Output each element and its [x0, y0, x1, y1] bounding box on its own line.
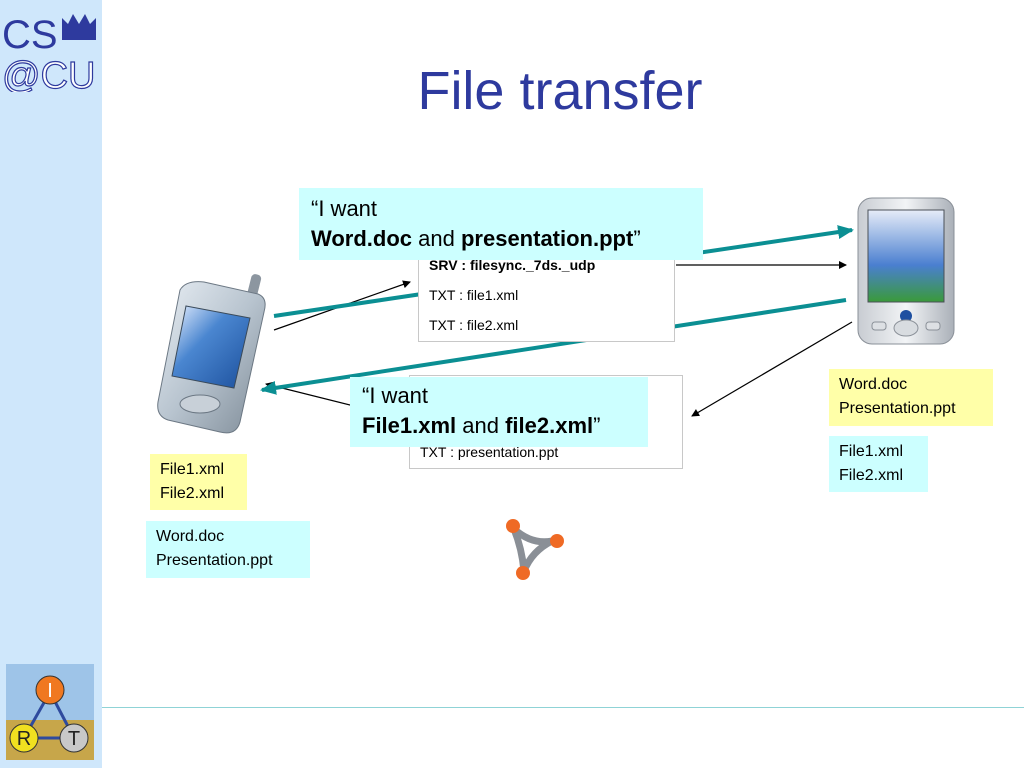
pda-xml-file-1: File1.xml	[839, 443, 904, 460]
crown-icon	[62, 14, 96, 40]
pda-xml-files: File1.xml File2.xml	[829, 436, 928, 492]
callout-bottom-close-quote: ”	[593, 413, 601, 438]
callout-request-phone-files: “I want File1.xml and file2.xml”	[350, 377, 648, 447]
record-txt-presentation: TXT : presentation.ppt	[420, 444, 559, 460]
smartphone-icon	[157, 274, 266, 434]
logo-cu-text: @CU	[2, 55, 95, 92]
callout-bottom-line1: “I want	[362, 383, 429, 408]
service-records-top: SRV : filesync._7ds._udp TXT : file1.xml…	[418, 246, 675, 342]
irt-lab-logo: I R T	[6, 664, 94, 760]
callout-top-and: and	[412, 226, 461, 251]
irt-letter-r: R	[17, 728, 31, 750]
teal-arrow-request-to-phone	[260, 298, 847, 395]
pda-doc-file-1: Word.doc	[839, 376, 908, 393]
callout-bottom-and: and	[456, 413, 506, 438]
phone-doc-files: Word.doc Presentation.ppt	[146, 521, 310, 578]
phone-doc-file-1: Word.doc	[156, 528, 225, 545]
phone-xml-file-2: File2.xml	[160, 485, 225, 502]
callout-bottom-file1: File1.xml	[362, 413, 457, 438]
callout-top-line1: “I want	[311, 196, 378, 221]
callout-bottom-file2: file2.xml	[505, 413, 594, 438]
record-txt-file2: TXT : file2.xml	[429, 317, 519, 333]
logo-cs-text: CS	[2, 13, 58, 57]
pda-doc-files: Word.doc Presentation.ppt	[829, 369, 993, 426]
phone-xml-file-1: File1.xml	[160, 461, 225, 478]
phone-xml-files: File1.xml File2.xml	[150, 454, 247, 510]
callout-bottom-line2: File1.xml and file2.xml”	[362, 411, 636, 441]
record-txt-file1: TXT : file1.xml	[429, 287, 519, 303]
cs-cu-logo: CS @CU	[2, 13, 96, 92]
record-srv: SRV : filesync._7ds._udp	[429, 257, 596, 273]
pda-doc-file-2: Presentation.ppt	[839, 400, 956, 417]
phone-doc-file-2: Presentation.ppt	[156, 552, 273, 569]
irt-letter-t: T	[68, 728, 80, 750]
pda-icon	[857, 197, 955, 345]
page-title: File transfer	[417, 61, 703, 121]
sidebar	[0, 0, 102, 768]
callout-top-close-quote: ”	[633, 226, 641, 251]
callout-top-file1: Word.doc	[311, 226, 413, 251]
footer-divider	[102, 707, 1024, 708]
irt-letter-i: I	[47, 680, 53, 702]
pda-xml-file-2: File2.xml	[839, 467, 904, 484]
service-discovery-logo-icon	[506, 519, 564, 580]
callout-request-pda-files: “I want Word.doc and presentation.ppt”	[299, 188, 703, 260]
arrow-pda-to-records	[691, 321, 853, 417]
callout-top-line2: Word.doc and presentation.ppt”	[311, 224, 691, 254]
callout-top-file2: presentation.ppt	[460, 226, 634, 251]
